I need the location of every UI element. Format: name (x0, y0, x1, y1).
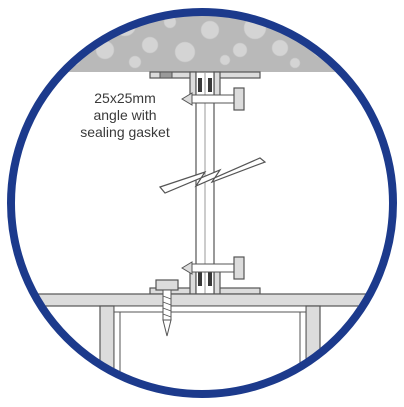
partition-panel (195, 71, 215, 295)
detail-circle-frame (7, 8, 397, 398)
sealing-gasket (198, 78, 212, 286)
top-through-bolt (181, 87, 245, 111)
break-symbol (158, 157, 267, 194)
top-fixing-screw (159, 71, 173, 79)
angle-label-line-1: 25x25mm (94, 90, 156, 106)
angle-label-line-2: angle with (93, 107, 157, 123)
angle-gasket-label: 25x25mm angle with sealing gasket (60, 90, 190, 141)
bottom-through-bolt (181, 256, 245, 280)
floor-fixing-screw (155, 279, 179, 337)
angle-label-line-3: sealing gasket (80, 124, 170, 140)
floor-deck (14, 293, 390, 391)
